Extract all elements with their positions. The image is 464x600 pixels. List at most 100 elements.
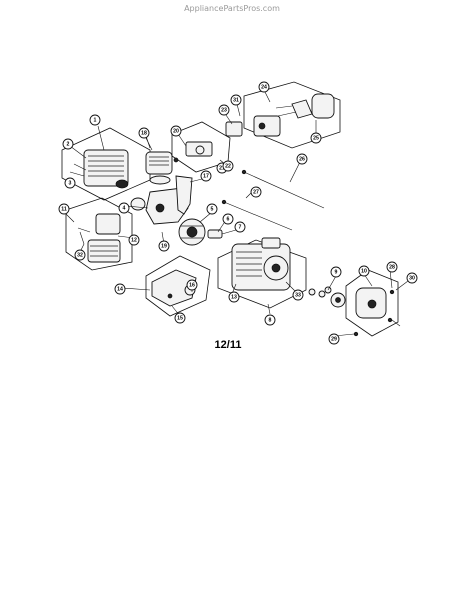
callout-circle bbox=[170, 125, 182, 137]
callout-circle bbox=[310, 132, 322, 144]
callout-number: 8 bbox=[269, 317, 272, 323]
callout-7: 7 bbox=[234, 221, 246, 233]
callout-number: 20 bbox=[173, 128, 179, 134]
callout-17: 17 bbox=[200, 170, 212, 182]
cylinder-cover-group bbox=[61, 127, 151, 201]
callout-3: 3 bbox=[64, 177, 76, 189]
callout-27: 27 bbox=[250, 186, 262, 198]
callout-9: 9 bbox=[330, 266, 342, 278]
watermark: AppliancePartsPros.com bbox=[184, 4, 280, 13]
callout-11: 11 bbox=[58, 203, 70, 215]
callout-number: 19 bbox=[161, 243, 167, 249]
callout-number: 4 bbox=[123, 205, 126, 211]
callout-25: 25 bbox=[310, 132, 322, 144]
callout-number: 13 bbox=[231, 294, 237, 300]
callout-number: 22 bbox=[225, 163, 231, 169]
callout-number: 28 bbox=[389, 264, 395, 270]
callout-number: 12 bbox=[131, 237, 137, 243]
callout-circle bbox=[230, 94, 242, 106]
callout-number: 5 bbox=[211, 206, 214, 212]
callout-circle bbox=[296, 153, 308, 165]
callout-5: 5 bbox=[206, 203, 218, 215]
callout-number: 29 bbox=[331, 336, 337, 342]
carburetor-group bbox=[225, 81, 341, 149]
callout-number: 24 bbox=[261, 84, 267, 90]
engine-housing-group bbox=[217, 237, 307, 309]
callout-circle bbox=[264, 314, 276, 326]
callout-circle bbox=[258, 81, 270, 93]
callout-circle bbox=[58, 203, 70, 215]
callout-33: 33 bbox=[292, 289, 304, 301]
callout-circle bbox=[128, 234, 140, 246]
engine-core-group bbox=[130, 137, 223, 246]
leader-lines bbox=[65, 89, 413, 337]
callout-number: 14 bbox=[117, 286, 123, 292]
callout-number: 15 bbox=[177, 315, 183, 321]
callout-20: 20 bbox=[170, 125, 182, 137]
callout-number: 18 bbox=[141, 130, 147, 136]
callout-circle bbox=[250, 186, 262, 198]
callout-number: 17 bbox=[203, 173, 209, 179]
callout-number: 10 bbox=[361, 268, 367, 274]
air-filter-group bbox=[65, 197, 133, 271]
callout-circle bbox=[386, 261, 398, 273]
callout-circle bbox=[358, 265, 370, 277]
callout-circle bbox=[186, 279, 198, 291]
page-label: 12/11 bbox=[215, 339, 242, 351]
callout-number: 27 bbox=[253, 189, 259, 195]
callout-circle bbox=[222, 213, 234, 225]
callout-number: 33 bbox=[295, 292, 301, 298]
callout-number: 7 bbox=[239, 224, 242, 230]
callout-number: 2 bbox=[67, 141, 70, 147]
callout-15: 15 bbox=[174, 312, 186, 324]
fuel-tank-group bbox=[145, 255, 211, 317]
callout-18: 18 bbox=[138, 127, 150, 139]
callout-circle bbox=[158, 240, 170, 252]
ignition-group bbox=[171, 121, 231, 173]
callout-number: 3 bbox=[69, 180, 72, 186]
callout-2: 2 bbox=[62, 138, 74, 150]
callout-28: 28 bbox=[386, 261, 398, 273]
starter-group bbox=[308, 269, 399, 337]
callout-number: 21 bbox=[219, 165, 225, 171]
throttle-cables bbox=[221, 169, 325, 231]
callout-number: 16 bbox=[189, 282, 195, 288]
callout-30: 30 bbox=[406, 272, 418, 284]
callout-number: 11 bbox=[61, 206, 67, 212]
callout-circle bbox=[234, 221, 246, 233]
callout-circle bbox=[64, 177, 76, 189]
callout-24: 24 bbox=[258, 81, 270, 93]
callout-circle bbox=[89, 114, 101, 126]
callout-19: 19 bbox=[158, 240, 170, 252]
callout-16: 16 bbox=[186, 279, 198, 291]
callout-circle bbox=[200, 170, 212, 182]
callout-4: 4 bbox=[118, 202, 130, 214]
callout-circle bbox=[114, 283, 126, 295]
callout-13: 13 bbox=[228, 291, 240, 303]
callout-circle bbox=[406, 272, 418, 284]
callout-circle bbox=[292, 289, 304, 301]
callout-23: 23 bbox=[218, 104, 230, 116]
callout-22: 22 bbox=[222, 160, 234, 172]
callout-circle bbox=[74, 249, 86, 261]
callout-6: 6 bbox=[222, 213, 234, 225]
callout-29: 29 bbox=[328, 333, 340, 345]
callout-1: 1 bbox=[89, 114, 101, 126]
callout-number: 25 bbox=[313, 135, 319, 141]
callout-number: 9 bbox=[335, 269, 338, 275]
callout-circle bbox=[222, 160, 234, 172]
callout-31: 31 bbox=[230, 94, 242, 106]
callout-circle bbox=[138, 127, 150, 139]
callout-circle bbox=[62, 138, 74, 150]
callout-number: 30 bbox=[409, 275, 415, 281]
callout-circle bbox=[174, 312, 186, 324]
callout-number: 32 bbox=[77, 252, 83, 258]
callout-circle bbox=[118, 202, 130, 214]
callout-14: 14 bbox=[114, 283, 126, 295]
callout-circle bbox=[228, 291, 240, 303]
callout-number: 23 bbox=[221, 107, 227, 113]
callout-12: 12 bbox=[128, 234, 140, 246]
callout-number: 31 bbox=[233, 97, 239, 103]
